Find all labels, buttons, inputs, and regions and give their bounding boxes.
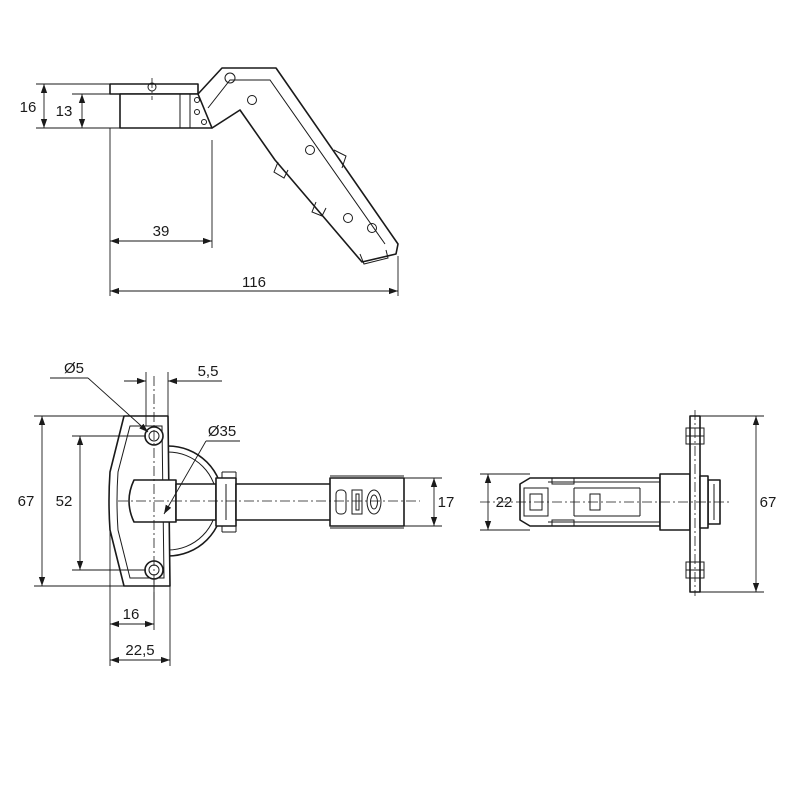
dim-116-side [110,256,399,296]
dim-52-front [72,435,146,571]
side-view: 16 13 39 116 [20,67,399,296]
label-17-front: 17 [438,494,455,511]
label-22-top: 22 [496,494,513,511]
dim-67-top [700,415,764,593]
hinge-arm-front [175,471,405,533]
dim-hole-dia [50,377,149,433]
label-116-side: 116 [242,274,266,291]
top-view: 22 67 [480,410,776,596]
label-22-5-front: 22,5 [125,642,154,659]
dim-22-top [480,473,530,531]
dim-cup-dia [163,440,240,515]
dim-17-front [404,477,442,527]
label-52-front: 52 [56,493,73,510]
mounting-plate-top [480,410,730,596]
label-cup-dia: Ø35 [208,423,236,440]
dim-13-side [72,93,120,128]
label-16-front: 16 [123,606,140,623]
label-hole-dia: Ø5 [64,360,84,377]
front-view: Ø5 5,5 Ø35 67 52 [18,360,455,666]
label-39-side: 39 [153,223,170,240]
label-16-side: 16 [20,99,37,116]
hinge-arm-side [197,67,399,265]
label-13-side: 13 [56,103,73,120]
dim-16-side [36,83,120,129]
label-67-top: 67 [760,494,777,511]
label-67-front: 67 [18,493,35,510]
mounting-plate-front [108,415,177,587]
dim-5-5 [124,372,222,426]
dim-22-5-front [110,586,171,666]
mounting-plate-side [109,78,213,129]
label-5-5: 5,5 [198,363,219,380]
dim-39-side [109,128,213,296]
dim-67-front [34,415,124,587]
dim-16-front [109,530,155,666]
